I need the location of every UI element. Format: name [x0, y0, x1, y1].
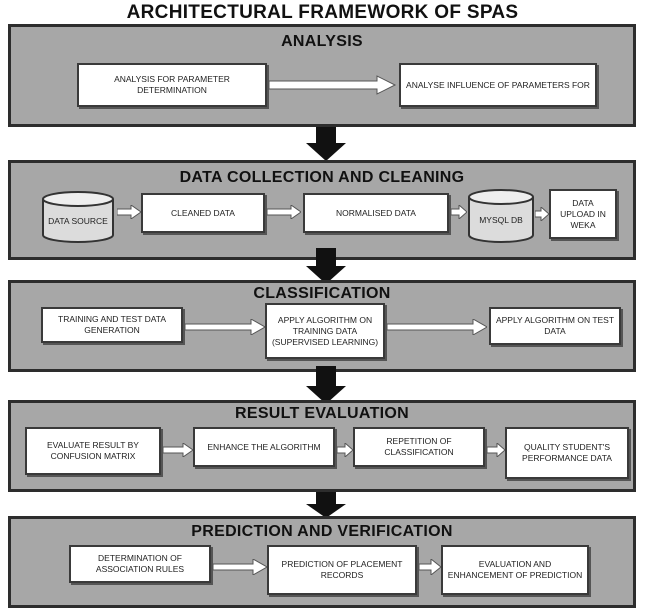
section-classification: CLASSIFICATION TRAINING AND TEST DATA GE…: [8, 280, 636, 372]
section-title: DATA COLLECTION AND CLEANING: [179, 169, 465, 186]
right-arrow-icon: [419, 559, 441, 575]
database-icon: [468, 189, 534, 243]
right-arrow-icon: [535, 207, 549, 221]
right-arrow-icon: [451, 205, 467, 219]
section-title: PREDICTION AND VERIFICATION: [191, 523, 453, 540]
down-arrow-icon: [306, 248, 346, 284]
section-analysis: ANALYSIS ANALYSIS FOR PARAMETER DETERMIN…: [8, 24, 636, 127]
section-title: ANALYSIS: [281, 33, 363, 50]
section-result-evaluation: RESULT EVALUATION EVALUATE RESULT BY CON…: [8, 400, 636, 492]
down-arrow-icon: [306, 127, 346, 161]
confusion-matrix-box: EVALUATE RESULT BY CONFUSION MATRIX: [25, 427, 161, 475]
mysql-db-cylinder: MYSQL DB: [467, 189, 535, 243]
down-arrow-icon: [306, 366, 346, 404]
right-arrow-icon: [267, 205, 301, 219]
right-arrow-icon: [163, 443, 193, 457]
analysis-parameter-box: ANALYSIS FOR PARAMETER DETERMINATION: [77, 63, 267, 107]
section-title: RESULT EVALUATION: [235, 405, 409, 422]
normalised-data-box: NORMALISED DATA: [303, 193, 449, 233]
apply-test-box: APPLY ALGORITHM ON TEST DATA: [489, 307, 621, 345]
section-title: CLASSIFICATION: [253, 285, 391, 302]
right-arrow-icon: [185, 319, 265, 335]
section-prediction-verification: PREDICTION AND VERIFICATION DETERMINATIO…: [8, 516, 636, 608]
data-source-label: DATA SOURCE: [48, 215, 108, 226]
placement-records-box: PREDICTION OF PLACEMENT RECORDS: [267, 545, 417, 595]
enhance-algorithm-box: ENHANCE THE ALGORITHM: [193, 427, 335, 467]
analysis-influence-box: ANALYSE INFLUENCE OF PARAMETERS FOR: [399, 63, 597, 107]
right-arrow-icon: [487, 443, 505, 457]
right-arrow-icon: [213, 559, 267, 575]
data-source-cylinder: DATA SOURCE: [41, 191, 115, 243]
cleaned-data-box: CLEANED DATA: [141, 193, 265, 233]
training-test-generation-box: TRAINING AND TEST DATA GENERATION: [41, 307, 183, 343]
down-arrow-icon: [306, 492, 346, 518]
right-arrow-icon: [117, 205, 141, 219]
quality-performance-box: QUALITY STUDENT'S PERFORMANCE DATA: [505, 427, 629, 479]
diagram-title: ARCHITECTURAL FRAMEWORK OF SPAS: [126, 2, 519, 23]
association-rules-box: DETERMINATION OF ASSOCIATION RULES: [69, 545, 211, 583]
right-arrow-icon: [337, 443, 353, 457]
apply-training-box: APPLY ALGORITHM ON TRAINING DATA (SUPERV…: [265, 303, 385, 359]
right-arrow-icon: [269, 75, 397, 95]
database-icon: [42, 191, 114, 243]
right-arrow-icon: [387, 319, 487, 335]
section-data-collection: DATA COLLECTION AND CLEANING DATA SOURCE…: [8, 160, 636, 260]
mysql-db-label: MYSQL DB: [479, 214, 523, 225]
evaluation-enhancement-box: EVALUATION AND ENHANCEMENT OF PREDICTION: [441, 545, 589, 595]
weka-upload-box: DATA UPLOAD IN WEKA: [549, 189, 617, 239]
repetition-classification-box: REPETITION OF CLASSIFICATION: [353, 427, 485, 467]
